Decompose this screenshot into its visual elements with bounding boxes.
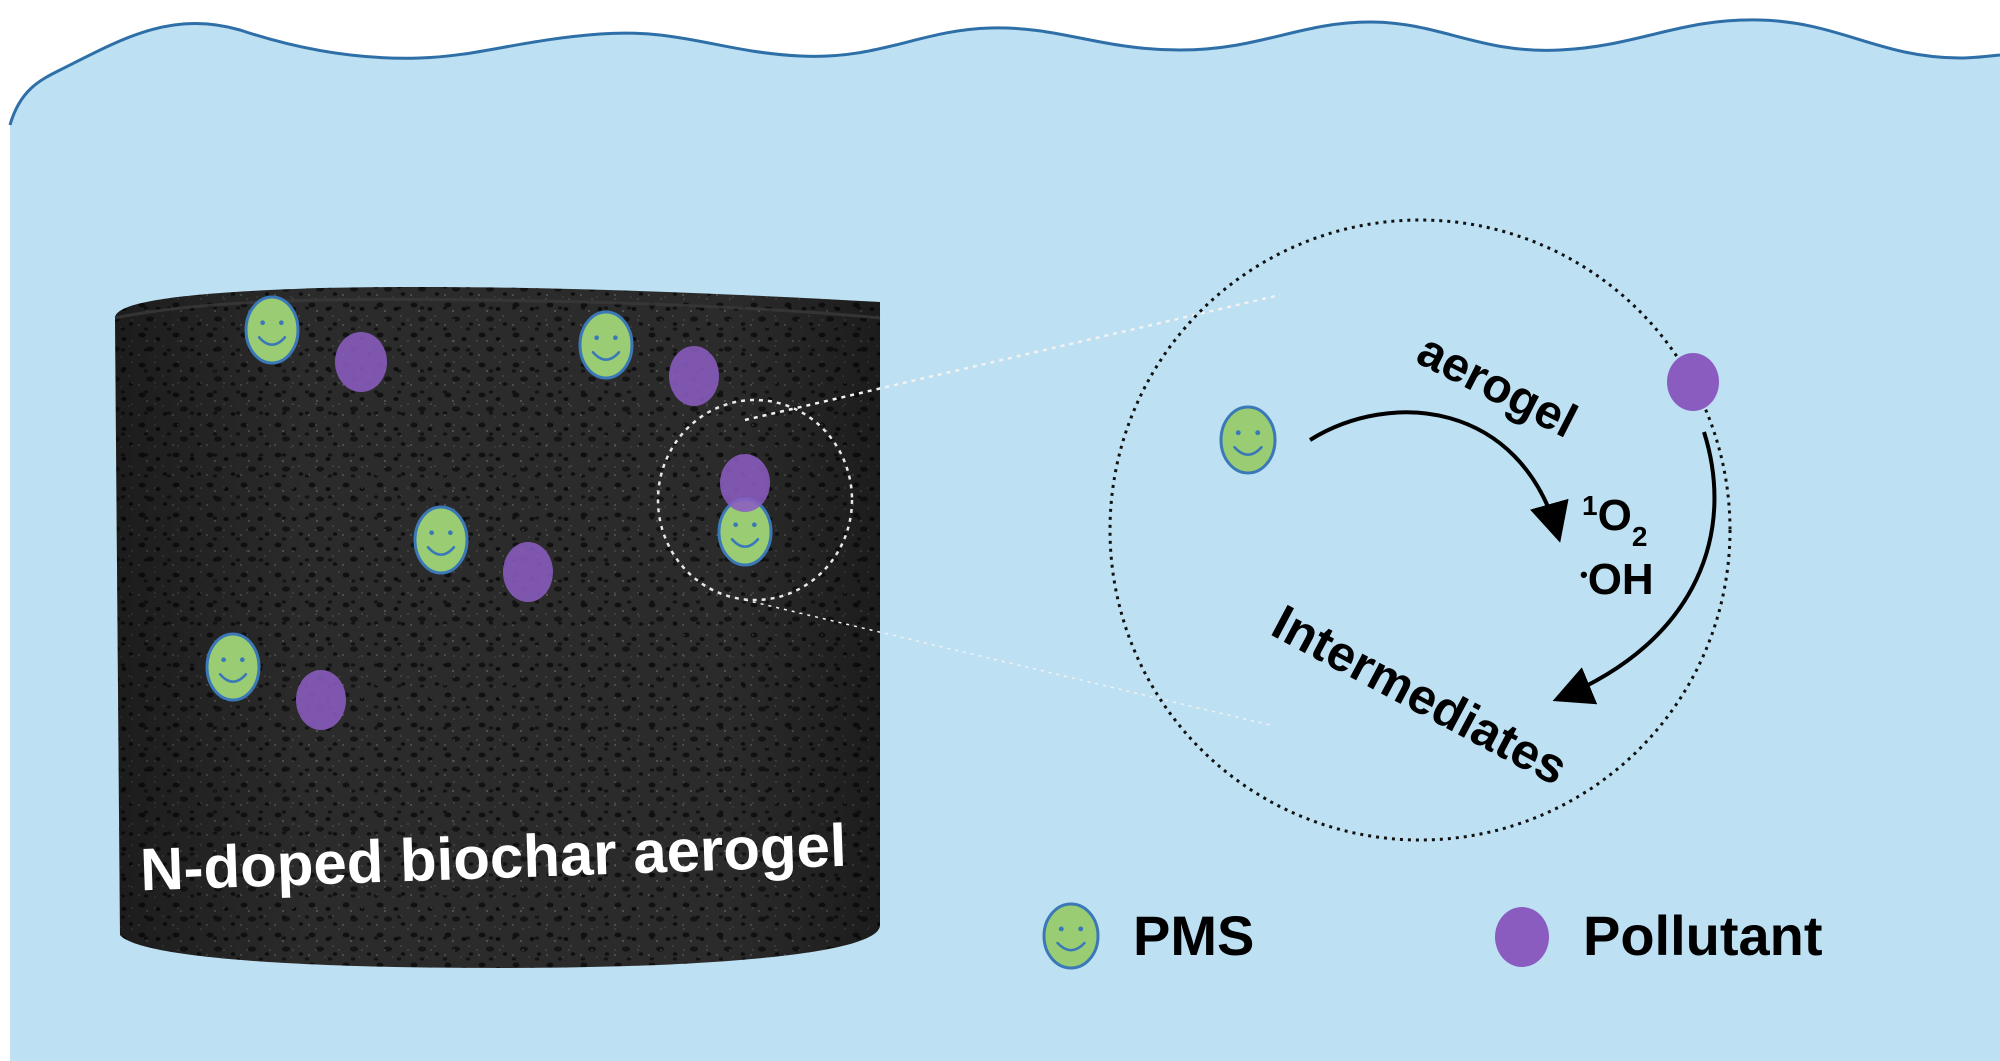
pollutant-particle xyxy=(503,542,553,602)
pms-particle xyxy=(717,497,773,567)
pollutant-particle xyxy=(669,346,719,406)
legend-pms-icon xyxy=(1042,902,1100,970)
pms-particles-group xyxy=(205,295,773,702)
pms-particle xyxy=(413,505,469,575)
pollutant-particle xyxy=(335,332,387,392)
pms-particle xyxy=(205,632,261,702)
mechanism-pms-icon xyxy=(1219,405,1277,475)
pollutant-particles-group xyxy=(296,332,770,730)
mechanism-pollutant-icon xyxy=(1667,353,1719,411)
pms-particle xyxy=(244,295,300,365)
species-hydroxyl-radical: •OH xyxy=(1580,555,1654,604)
aerogel-cylinder xyxy=(114,286,881,968)
arrow-pollutant-to-intermediates xyxy=(1552,431,1717,705)
legend-pollutant-label: Pollutant xyxy=(1583,904,1823,967)
legend: PMS Pollutant xyxy=(1042,902,1823,970)
zoom-connector-top xyxy=(744,293,1281,422)
zoom-detail-circle xyxy=(1108,218,1732,842)
zoom-connector-bottom xyxy=(744,599,1271,726)
legend-pms-label: PMS xyxy=(1133,904,1254,967)
pollutant-particle xyxy=(720,454,770,512)
species-singlet-oxygen: 1O2 xyxy=(1582,490,1647,552)
zoom-source-circle xyxy=(656,398,854,602)
pms-smiley xyxy=(1219,405,1277,475)
water-surface-line xyxy=(8,18,2000,126)
arrow-pms-to-species xyxy=(1308,410,1569,543)
pms-particle xyxy=(578,310,634,380)
legend-pollutant-icon xyxy=(1495,907,1549,967)
pollutant-particle xyxy=(296,670,346,730)
pms-smiley xyxy=(1042,902,1100,970)
